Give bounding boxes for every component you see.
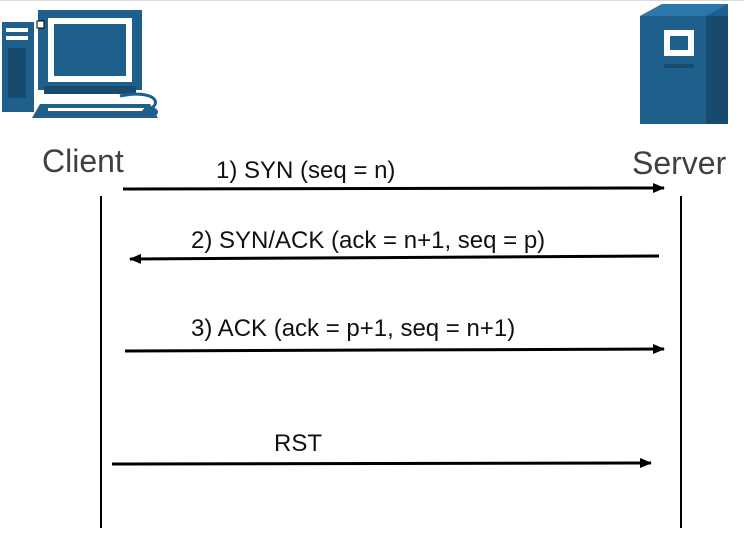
top-divider (0, 0, 744, 1)
client-label: Client (42, 143, 124, 179)
syn-arrow (122, 183, 665, 194)
syn-message-label: 1) SYN (seq = n) (216, 157, 396, 184)
syn-ack-message-label: 2) SYN/ACK (ack = n+1, seq = p) (191, 227, 546, 254)
server-tower-icon (640, 4, 728, 124)
ack-message-label: 3) ACK (ack = p+1, seq = n+1) (191, 315, 516, 342)
server-label: Server (632, 145, 727, 181)
ack-arrow (124, 344, 665, 355)
syn-ack-arrow (129, 253, 660, 264)
rst-message-label: RST (274, 430, 322, 457)
desktop-computer-icon (2, 10, 158, 118)
rst-arrow (111, 458, 652, 469)
